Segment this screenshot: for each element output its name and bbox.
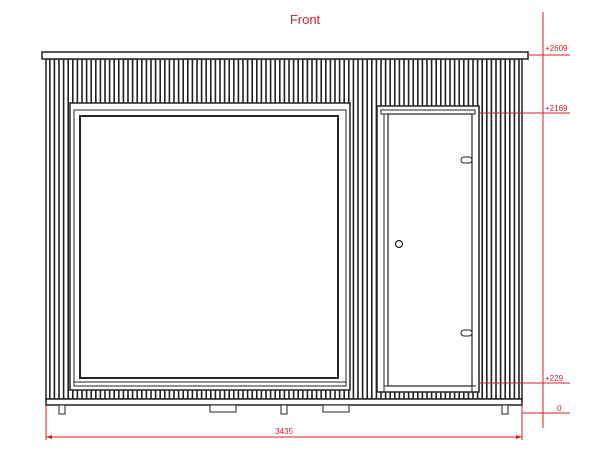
hinge-icon [460, 329, 473, 337]
cladding-board [49, 59, 51, 399]
level-label: +2169 [545, 104, 568, 113]
cladding-board [499, 59, 502, 399]
cladding-board [513, 59, 516, 399]
level-label: 0 [557, 404, 562, 413]
foundation-feet [58, 404, 509, 415]
cladding-board [518, 59, 520, 399]
cladding-board [357, 59, 359, 399]
cladding-board [486, 59, 488, 399]
cladding-board [490, 59, 493, 399]
cladding-board [352, 59, 355, 399]
cladding-board [53, 59, 56, 399]
level-label: +2609 [545, 44, 568, 53]
cladding-board [58, 59, 60, 399]
height-dimensions: +2609 +2169 +229 0 [479, 12, 570, 428]
roof-fascia [41, 51, 529, 60]
level-label: +229 [545, 374, 564, 383]
cladding-board [481, 59, 483, 399]
cladding-board [504, 59, 506, 399]
door-knob-icon[interactable] [394, 239, 404, 249]
cladding-board [371, 59, 373, 399]
cladding-board [62, 59, 65, 399]
drawing-title: Front [290, 12, 321, 27]
cladding-board [361, 59, 364, 399]
hinge-icon [460, 156, 473, 164]
width-dimension: 3435 [45, 405, 523, 440]
base-beam [45, 398, 523, 406]
window [69, 102, 351, 391]
cladding-board [509, 59, 511, 399]
cladding-board [67, 59, 69, 399]
door[interactable] [376, 105, 480, 393]
cladding-board [366, 59, 368, 399]
cladding-board [495, 59, 497, 399]
width-label: 3435 [275, 427, 293, 436]
